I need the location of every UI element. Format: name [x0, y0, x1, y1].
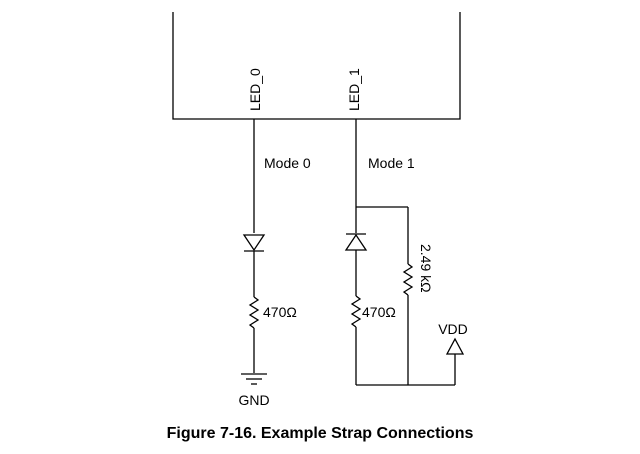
- mode1-resistor-icon: [350, 295, 362, 328]
- pullup-resistor-label: 2.49 kΩ: [418, 244, 434, 293]
- mode0-led-diode-icon: [242, 234, 266, 252]
- vdd-label: VDD: [438, 321, 468, 337]
- mode0-resistor-label: 470Ω: [263, 304, 297, 320]
- mode0-label: Mode 0: [264, 155, 311, 171]
- ic-body-outline: [172, 12, 461, 120]
- figure-caption: Figure 7-16. Example Strap Connections: [167, 425, 474, 442]
- pin-label-led1: LED_1: [346, 68, 362, 111]
- pin-label-led0: LED_0: [247, 68, 263, 111]
- mode1-led-diode-icon: [344, 233, 368, 251]
- vdd-supply-icon: [445, 337, 465, 355]
- mode0-resistor-icon: [248, 296, 260, 329]
- pullup-resistor-icon: [402, 263, 414, 296]
- mode1-resistor-label: 470Ω: [362, 304, 396, 320]
- mode1-label: Mode 1: [368, 155, 415, 171]
- gnd-label: GND: [238, 392, 269, 408]
- ground-icon: [241, 373, 267, 385]
